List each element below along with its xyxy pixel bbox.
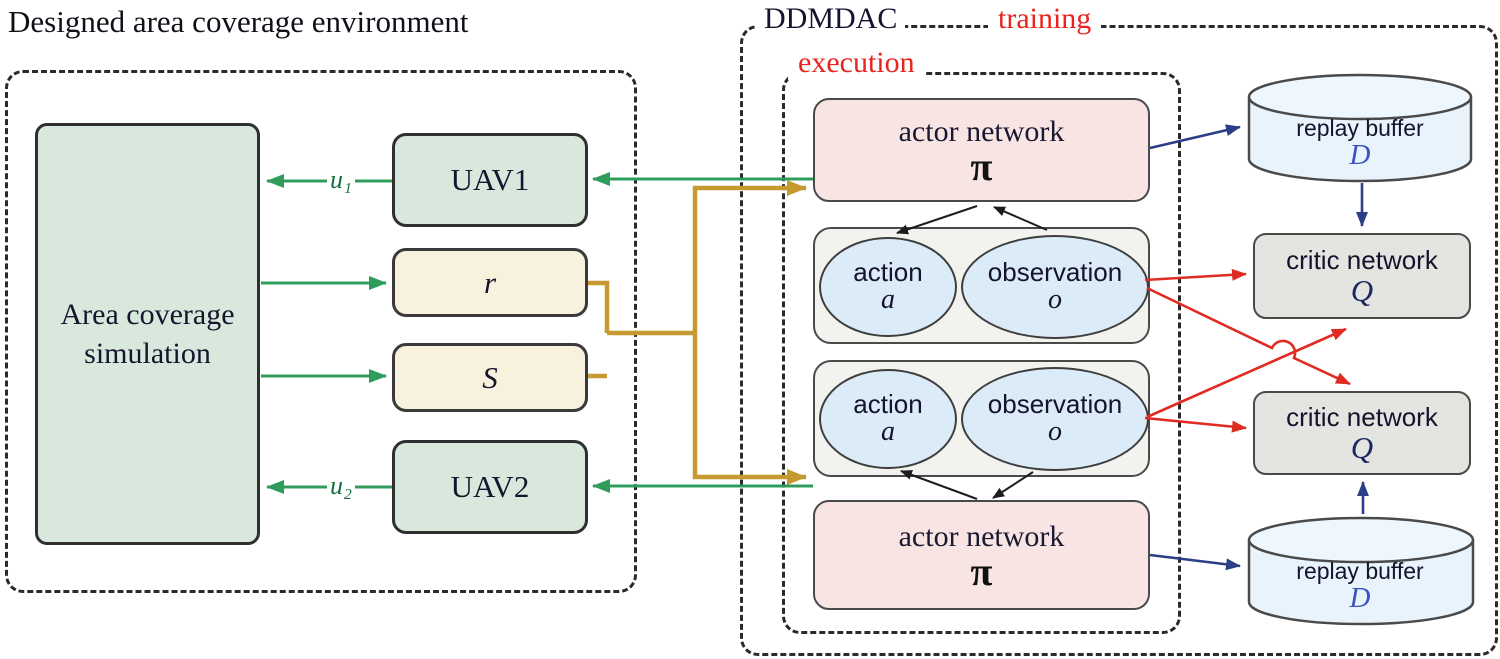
actor-network-2-box: actor network π xyxy=(813,500,1150,610)
u2-arrow-label: u₂ xyxy=(327,473,356,499)
actor-network-1-title: actor network xyxy=(898,114,1065,148)
u1-arrow-label: u₁ xyxy=(327,167,356,193)
arrow-actor2-to-replay2 xyxy=(1149,553,1241,571)
arrow-obs2-to-critic1 xyxy=(1146,327,1347,419)
arrow-obs2-to-actor2 xyxy=(992,471,1034,499)
action-1-symbol: a xyxy=(881,283,895,315)
action-1-label: action xyxy=(853,257,923,288)
replay-buffer-2-labels: replay buffer D xyxy=(1250,551,1470,621)
replay-buffer-1-title: replay buffer xyxy=(1296,114,1424,141)
ddmdac-label: DDMDAC xyxy=(756,2,906,36)
replay-buffer-2-cylinder xyxy=(1247,516,1475,626)
diagram-title: Designed area coverage environment xyxy=(8,4,469,39)
replay-buffer-2-title: replay buffer xyxy=(1296,557,1424,584)
actor-network-2-symbol: π xyxy=(970,549,993,595)
replay-buffer-1-labels: replay buffer D xyxy=(1250,108,1470,178)
replay-buffer-1-symbol: D xyxy=(1349,139,1371,172)
critic-network-1-symbol: Q xyxy=(1350,273,1374,309)
replay-buffer-2-symbol: D xyxy=(1349,582,1371,615)
observation-1-label: observation xyxy=(987,257,1123,288)
arrow-obs2-to-critic2 xyxy=(1144,416,1247,433)
execution-label: execution xyxy=(788,46,925,80)
action-1-ellipse: action a xyxy=(819,237,957,337)
action-2-ellipse: action a xyxy=(819,369,957,469)
simulation-label-line2: simulation xyxy=(84,337,211,370)
arrow-obs1-to-critic2 xyxy=(1146,286,1351,386)
simulation-box: Area coverage simulation xyxy=(35,123,260,545)
ddmdac-dashed-box xyxy=(740,25,1498,656)
arrow-obs1-to-critic1 xyxy=(1144,268,1247,282)
arrow-actor1-to-action1 xyxy=(896,205,978,235)
replay-buffer-1-cylinder xyxy=(1247,73,1473,183)
uav1-label: UAV1 xyxy=(450,162,530,198)
observation-2-label: observation xyxy=(987,389,1123,420)
observation-1-symbol: o xyxy=(1048,283,1062,315)
connector-reward-state-merge xyxy=(588,280,695,379)
simulation-label-line1: Area coverage xyxy=(60,298,235,331)
reward-symbol: r xyxy=(483,264,497,300)
arrow-obs1-to-actor1 xyxy=(993,206,1048,231)
arrow-actor2-to-action2 xyxy=(900,470,978,500)
state-symbol: S xyxy=(482,359,498,395)
observation-2-ellipse: observation o xyxy=(961,367,1149,471)
arrow-env-to-agent2 xyxy=(692,333,807,485)
uav2-box: UAV2 xyxy=(392,440,588,534)
actor-network-2-title: actor network xyxy=(898,519,1065,553)
reward-box: r xyxy=(392,248,588,317)
state-box: S xyxy=(392,343,588,412)
action-2-label: action xyxy=(853,389,923,420)
critic-network-1-box: critic network Q xyxy=(1253,233,1471,319)
uav1-box: UAV1 xyxy=(392,133,588,227)
actor-network-1-symbol: π xyxy=(970,144,993,190)
observation-2-symbol: o xyxy=(1048,415,1062,447)
observation-1-ellipse: observation o xyxy=(961,235,1149,339)
training-label: training xyxy=(988,2,1102,36)
action-2-symbol: a xyxy=(881,415,895,447)
arrow-actor1-to-replay1 xyxy=(1149,124,1241,150)
critic-network-1-title: critic network xyxy=(1286,244,1438,275)
critic-network-2-title: critic network xyxy=(1286,401,1438,432)
execution-dashed-box xyxy=(782,72,1181,634)
uav2-label: UAV2 xyxy=(450,469,530,505)
actor-network-1-box: actor network π xyxy=(813,98,1150,202)
arrow-env-to-actor1 xyxy=(692,180,807,333)
critic-network-2-symbol: Q xyxy=(1350,430,1374,466)
critic-network-2-box: critic network Q xyxy=(1253,391,1471,475)
